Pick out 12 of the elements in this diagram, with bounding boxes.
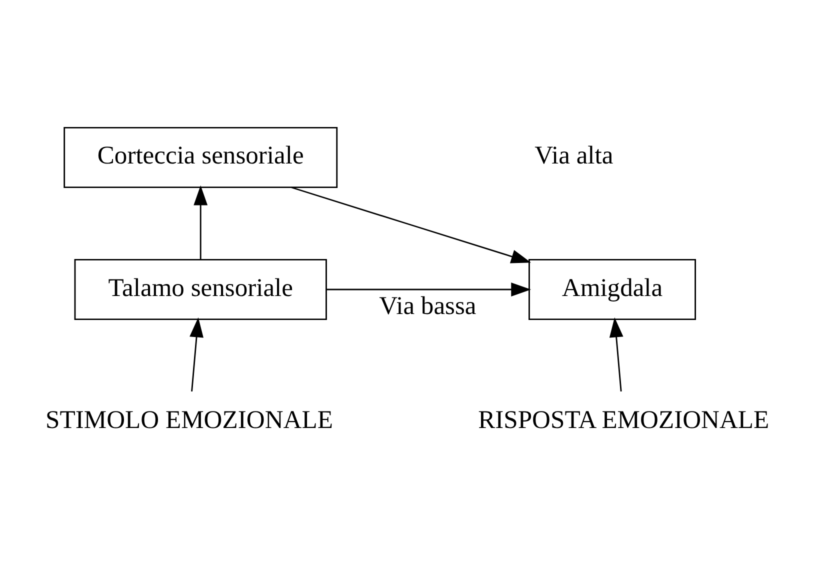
arrow <box>190 316 204 391</box>
arrow <box>326 282 532 296</box>
node-text: RISPOSTA EMOZIONALE <box>478 404 770 434</box>
node-text: STIMOLO EMOZIONALE <box>46 404 333 434</box>
node-box: Corteccia sensoriale <box>64 126 338 188</box>
arrow <box>194 184 208 259</box>
node-box: Talamo sensoriale <box>74 258 327 320</box>
label: Via alta <box>534 140 614 170</box>
arrow <box>609 316 624 391</box>
edge-label: Via bassa <box>379 290 476 320</box>
node-box: Amigdala <box>528 258 696 320</box>
arrow <box>291 186 531 263</box>
